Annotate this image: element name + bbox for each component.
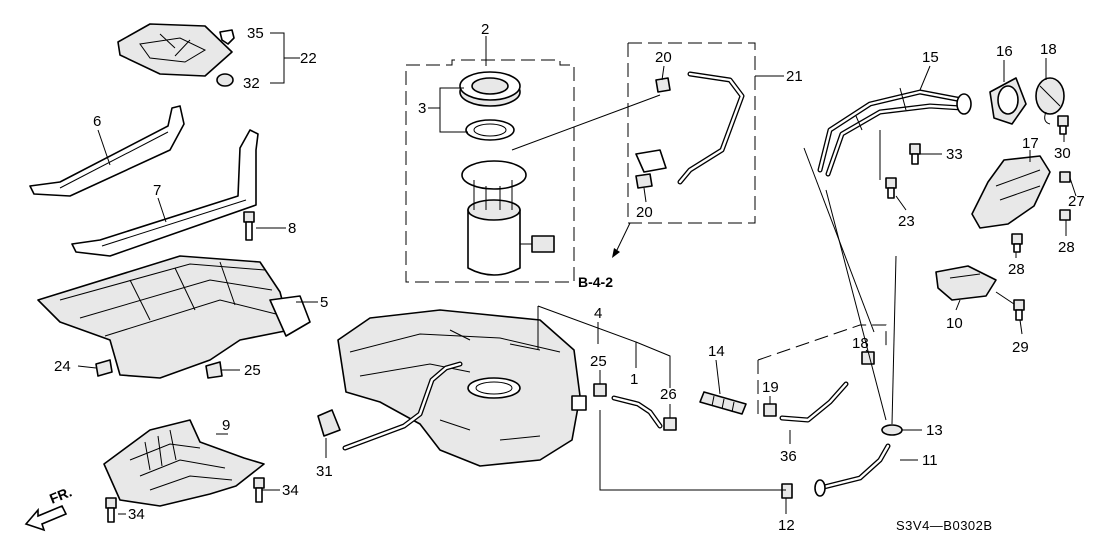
- part-7-strap: [71, 129, 259, 257]
- callout-5: 5: [320, 294, 328, 311]
- part-17-bracket: [971, 155, 1051, 229]
- callout-16: 16: [996, 43, 1013, 60]
- part-16-filler-door-base: [989, 77, 1027, 125]
- callout-23: 22: [300, 50, 317, 67]
- callout-34-right: 34: [282, 482, 299, 499]
- part-10-bracket: [935, 265, 997, 301]
- callout-10: 10: [946, 315, 963, 332]
- callout-26: 25: [590, 353, 607, 370]
- part-27-clip: [663, 417, 677, 431]
- part-12-clip: [781, 483, 793, 499]
- callout-25-right: 25: [244, 362, 261, 379]
- callout-25-left: 24: [54, 358, 71, 375]
- part-34-bolt-right: [253, 477, 265, 503]
- callout-7: 7: [153, 182, 161, 199]
- part-33-bolt: [1013, 299, 1025, 321]
- callout-19: 18: [852, 335, 869, 352]
- part-28-bolt-a: [1059, 171, 1071, 183]
- callout-labels: 2 3 35 22 32 6 7 8 5 24 25 9 34 34 FR. 3…: [47, 21, 1085, 534]
- part-20-clip-lower: [763, 403, 777, 417]
- callout-9: 9: [222, 417, 230, 434]
- callout-13: 13: [926, 422, 943, 439]
- callout-30: 30: [1054, 145, 1071, 162]
- callout-24: 23: [898, 213, 915, 230]
- group-boxes: [405, 42, 887, 420]
- part-22-fuel-line: [511, 71, 745, 185]
- callout-29: 31: [316, 463, 333, 480]
- callout-14: 14: [708, 343, 725, 360]
- part-9-shield: [103, 419, 265, 507]
- callout-20-upper: 20: [655, 49, 672, 66]
- part-24-bolt: [885, 177, 897, 199]
- callout-28-b: 28: [1058, 239, 1075, 256]
- callout-18: 18: [1040, 41, 1057, 58]
- part-25-clip-left: [95, 359, 113, 377]
- callout-6: 6: [93, 113, 101, 130]
- tank-hose-left: [342, 361, 463, 451]
- front-direction-arrow: [24, 504, 68, 532]
- part-28-bolt-b: [1059, 209, 1071, 221]
- part-34-bolt-left: [105, 497, 117, 523]
- leader-lines: [77, 32, 1077, 515]
- part-29-clip: [317, 409, 341, 437]
- callout-15: 15: [922, 49, 939, 66]
- callout-28-a: 27: [1068, 193, 1085, 210]
- part-31-nut: [216, 73, 234, 87]
- callout-33: 29: [1012, 339, 1029, 356]
- part-28-bolt-c: [1011, 233, 1023, 253]
- part-21-clip: [635, 173, 653, 189]
- tank-port: [571, 395, 587, 411]
- part-13-clamp: [881, 424, 903, 436]
- callout-12: 12: [778, 517, 795, 534]
- diagram-code: S3V4—B0302B: [896, 518, 993, 533]
- part-26-clip: [593, 383, 607, 397]
- callout-11: 11: [922, 452, 938, 469]
- callout-1: 1: [630, 371, 638, 388]
- callout-35: 35: [247, 25, 264, 42]
- callout-4: 4: [594, 305, 602, 322]
- part-30-bolt: [1057, 115, 1069, 135]
- part-25-clip-right: [205, 361, 223, 379]
- part-2-fuel-pump-ring: [459, 71, 521, 107]
- callout-22: 21: [786, 68, 803, 85]
- callout-3: 3: [418, 100, 426, 117]
- part-15-filler-neck: [817, 87, 972, 177]
- part-6-strap: [29, 105, 185, 197]
- part-19-clip: [861, 351, 875, 365]
- part-3-seal: [465, 119, 515, 141]
- part-35-clip: [219, 29, 235, 45]
- reference-b-4-2: B-4-2: [578, 274, 613, 290]
- part-36-hose: [779, 381, 849, 423]
- ref-arrow: [612, 222, 631, 258]
- callout-34-left: 34: [128, 506, 145, 523]
- part-14-filter: [699, 391, 747, 415]
- callout-27: 26: [660, 386, 677, 403]
- callout-8: 8: [288, 220, 296, 237]
- callout-36: 36: [780, 448, 797, 465]
- part-1-hose: [611, 395, 663, 429]
- callout-17: 17: [1022, 135, 1039, 152]
- part-20-clip-upper: [655, 77, 671, 93]
- callout-32: 33: [946, 146, 963, 163]
- part-8-bolt: [243, 211, 255, 241]
- fuel-pump-unit: [461, 160, 555, 276]
- part-23-cover: [117, 23, 233, 77]
- part-5-shield: [37, 255, 311, 379]
- part-11-hose: [814, 443, 891, 497]
- callout-21: 20: [636, 204, 653, 221]
- front-direction-label: FR.: [47, 483, 74, 506]
- part-18-fuel-cap: [1035, 77, 1065, 125]
- fuel-tank: [337, 309, 581, 467]
- callout-2: 2: [481, 21, 489, 38]
- callout-28-c: 28: [1008, 261, 1025, 278]
- callout-31: 32: [243, 75, 260, 92]
- callout-20-lower: 19: [762, 379, 779, 396]
- part-32-bolt: [909, 143, 921, 165]
